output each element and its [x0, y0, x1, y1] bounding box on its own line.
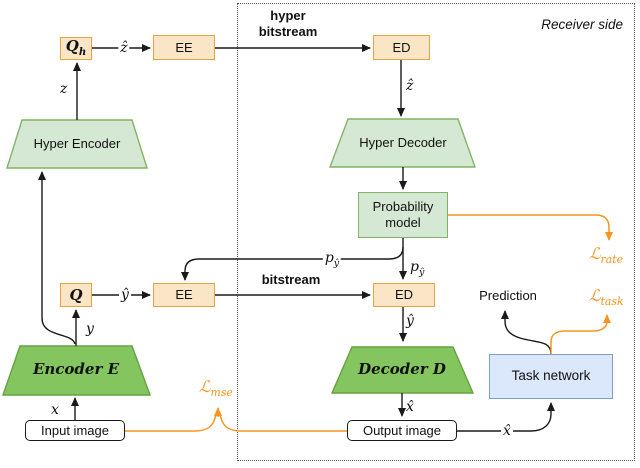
mse-loss-label: ℒmse: [199, 377, 233, 400]
wire-mse-from-output: [219, 414, 347, 432]
receiver-side-frame: [237, 3, 635, 461]
arrow-y-to-hyperencoder: [38, 171, 76, 345]
hyper-bitstream-label: hyper bitstream: [258, 8, 318, 39]
entropy-encoder-hyper-block: EE: [153, 35, 215, 60]
receiver-side-label: Receiver side: [541, 17, 623, 32]
arrow-tasknetwork-to-prediction: [501, 310, 552, 355]
entropy-encoder-label: EE: [175, 287, 193, 303]
entropy-decoder-hyper-label: ED: [392, 39, 411, 55]
entropy-decoder-hyper-block: ED: [373, 35, 430, 60]
hyper-decoder-shape: [328, 118, 476, 168]
probability-model-label-line1: Probability: [372, 199, 434, 215]
arrow-probmodel-to-ee: [181, 246, 404, 281]
prediction-label: Prediction: [479, 288, 537, 303]
encoder-shape: [2, 345, 152, 396]
quantizer-block: Q: [60, 283, 92, 307]
wire-mse-from-input: [125, 414, 217, 432]
rate-loss-label: ℒrate: [589, 244, 624, 267]
hyper-encoder-shape: [6, 119, 148, 169]
task-network-block: Task network: [489, 354, 613, 399]
y-signal: y: [86, 321, 94, 337]
quantizer-hyper-block: Qh: [60, 37, 92, 60]
task-network-label: Task network: [511, 368, 591, 384]
input-image-block: Input image: [25, 420, 125, 441]
y-hat-signal-left: ŷ: [119, 287, 131, 303]
z-hat-signal-receiver: ẑ: [406, 78, 414, 94]
bitstream-label: bitstream: [261, 272, 321, 287]
probability-model-block: Probability model: [358, 192, 448, 238]
hyper-decoder-label: Hyper Decoder: [359, 135, 447, 150]
wire-rate-loss: [448, 214, 613, 241]
entropy-decoder-label: ED: [394, 287, 414, 303]
wire-task-loss: [550, 314, 611, 354]
entropy-decoder-block: ED: [373, 283, 435, 307]
p-y-hat-signal-left: pŷ: [322, 250, 342, 269]
x-signal: x: [51, 402, 59, 418]
y-hat-signal-receiver: ŷ: [406, 313, 414, 329]
z-hat-signal-top: ẑ: [118, 40, 130, 56]
encoder-label: Encoder E: [32, 360, 120, 378]
decoder-shape: [330, 346, 475, 394]
x-hat-signal-to-task: x̂: [501, 423, 513, 439]
quantizer-hyper-label: Qh: [65, 37, 87, 59]
input-image-label: Input image: [41, 422, 109, 438]
z-signal: z: [60, 81, 68, 97]
entropy-encoder-hyper-label: EE: [175, 39, 193, 55]
output-image-block: Output image: [347, 420, 457, 441]
x-hat-signal-below-decoder: x̂: [406, 399, 414, 415]
quantizer-label: Q: [69, 285, 83, 304]
output-image-label: Output image: [362, 422, 442, 438]
decoder-label: Decoder D: [358, 360, 446, 378]
hyper-encoder-label: Hyper Encoder: [33, 136, 121, 151]
task-loss-label: ℒtask: [589, 286, 624, 309]
probability-model-label-line2: model: [385, 215, 421, 230]
arrow-output-to-tasknetwork: [457, 402, 555, 432]
p-y-hat-signal-right: pŷ: [410, 259, 425, 278]
entropy-encoder-block: EE: [153, 283, 215, 307]
